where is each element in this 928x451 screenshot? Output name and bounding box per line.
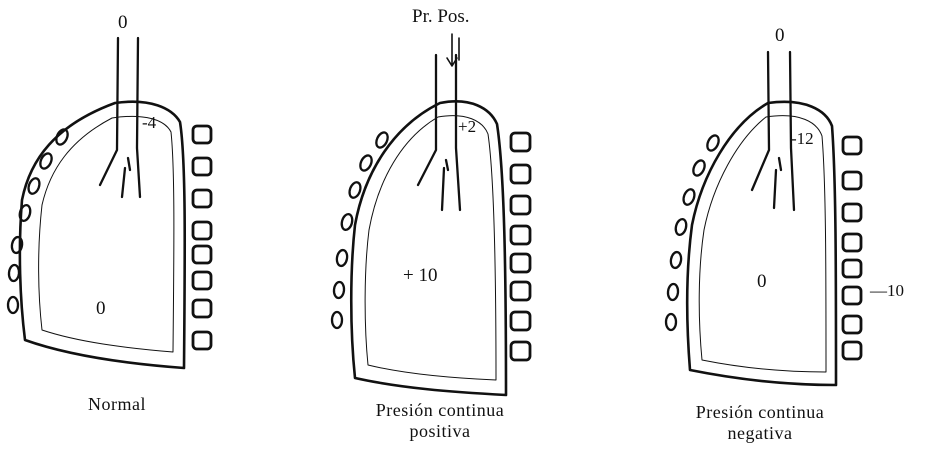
lung-positive bbox=[332, 34, 530, 395]
trachea bbox=[100, 38, 140, 197]
caption-positive: Presión continua positiva bbox=[330, 400, 550, 441]
caption-normal: Normal bbox=[62, 395, 172, 413]
alveolar-pressure-label: 0 bbox=[96, 299, 106, 318]
upper-pressure-label: -12 bbox=[791, 130, 814, 147]
pleural-inner-line bbox=[39, 116, 174, 352]
caption-line: Presión continua bbox=[330, 400, 550, 421]
pressure-arrow bbox=[447, 34, 459, 66]
trachea bbox=[418, 55, 460, 210]
positive-pressure-label: Pr. Pos. bbox=[412, 7, 470, 26]
alveolar-pressure-label: + 10 bbox=[403, 266, 437, 285]
upper-pressure-label: -4 bbox=[142, 114, 156, 131]
pleural-pressure-label: —10 bbox=[870, 282, 904, 299]
caption-line: negativa bbox=[655, 423, 865, 444]
vertebrae bbox=[193, 126, 211, 349]
lung-negative bbox=[666, 52, 861, 385]
vertebrae bbox=[511, 133, 530, 360]
pleural-inner-line bbox=[365, 116, 496, 380]
ribs bbox=[332, 131, 390, 328]
trachea bbox=[752, 52, 794, 210]
upper-pressure-label: +2 bbox=[458, 118, 476, 135]
lung-outline bbox=[20, 102, 185, 368]
lung-outline bbox=[687, 102, 836, 385]
lung-outline bbox=[351, 101, 506, 395]
lung-normal bbox=[8, 38, 211, 368]
alveolar-pressure-label: 0 bbox=[757, 272, 767, 291]
airway-pressure-label: 0 bbox=[118, 13, 128, 32]
caption-line: Presión continua bbox=[655, 402, 865, 423]
caption-line: Normal bbox=[62, 395, 172, 413]
caption-line: positiva bbox=[330, 421, 550, 442]
caption-negative: Presión continua negativa bbox=[655, 402, 865, 443]
airway-pressure-label: 0 bbox=[775, 26, 785, 45]
vertebrae bbox=[843, 137, 861, 359]
